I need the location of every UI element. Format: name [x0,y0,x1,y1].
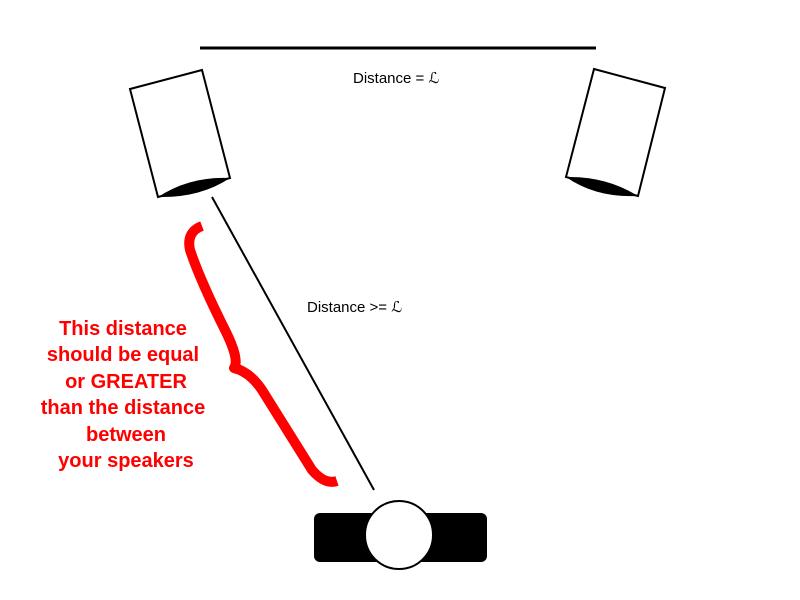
left-speaker-driver [158,177,230,198]
note-line: should be equal [47,344,199,366]
listener-head [364,500,434,570]
note-line: than the distance [41,397,205,419]
red-brace [184,221,339,487]
note-line: This distance [59,318,187,340]
listener-distance-line [211,196,375,491]
note-text: This distance should be equal or GREATER… [41,318,205,472]
right-speaker-driver [566,176,638,197]
right-speaker [564,67,667,198]
note-line: your speakers [58,450,194,472]
listener [314,500,487,570]
note-line: between [86,424,166,446]
listener-distance-label: Distance >= ℒ [307,299,402,316]
left-speaker [128,68,232,199]
note-line: or GREATER [65,371,187,393]
speaker-distance-label: Distance = ℒ [353,70,439,87]
